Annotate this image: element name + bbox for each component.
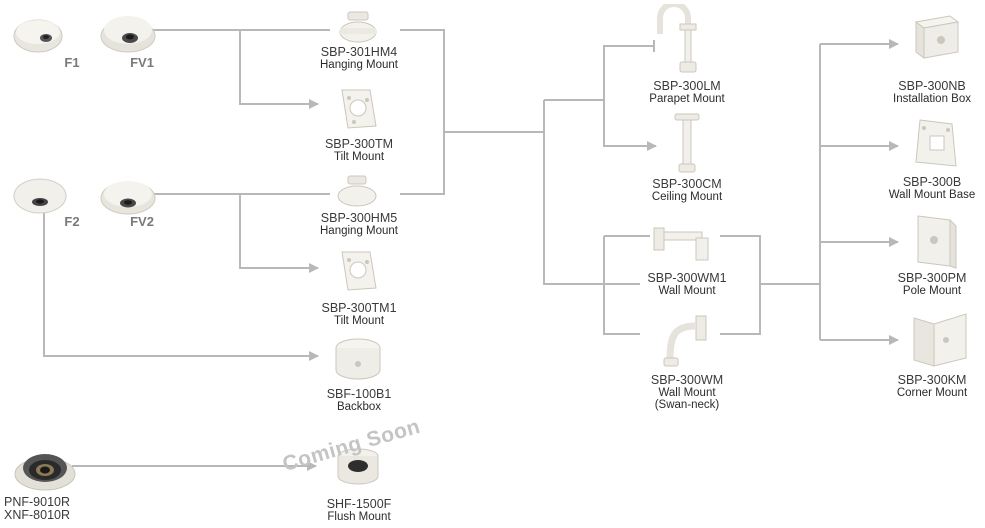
wall-mount-base-icon (915, 119, 957, 167)
tilt-mount-icon (341, 251, 377, 291)
product-desc: Ceiling Mount (651, 191, 723, 204)
fv1-camera-icon (100, 16, 156, 53)
product-desc: Hanging Mount (320, 225, 398, 238)
product-code: SBP-300B (902, 175, 962, 189)
pole-mount-icon (917, 215, 957, 269)
product-desc: Corner Mount (896, 387, 968, 400)
product-sbp301hm4: SBP-301HM4 Hanging Mount (304, 45, 414, 72)
camera-label-fv2: FV2 (130, 214, 154, 229)
product-code: SBP-300WM1 (647, 271, 727, 285)
product-code: SBP-300KM (897, 373, 967, 387)
camera-label-f1: F1 (64, 55, 80, 70)
product-sbp300lm: SBP-300LM Parapet Mount (632, 79, 742, 106)
product-sbp300wm1: SBP-300WM1 Wall Mount (632, 271, 742, 298)
f1-camera-icon (13, 19, 63, 53)
product-code: SBP-300TM1 (321, 301, 397, 315)
product-desc-note: (Swan-neck) (654, 399, 720, 412)
product-sbp300wm: SBP-300WM Wall Mount (Swan-neck) (632, 373, 742, 412)
xnf-model-code: XNF-8010R (4, 508, 70, 523)
fv2-camera-icon (100, 181, 156, 215)
pnf-model-code: PNF-9010R (4, 495, 70, 509)
product-desc: Parapet Mount (649, 93, 725, 106)
product-sbp300hm5: SBP-300HM5 Hanging Mount (304, 211, 414, 238)
ceiling-mount-icon (674, 113, 700, 173)
backbox-icon (335, 338, 381, 380)
camera-label-fv1: FV1 (130, 55, 154, 70)
product-sbp300tm: SBP-300TM Tilt Mount (304, 137, 414, 164)
installation-box-icon (914, 15, 960, 59)
product-sbp300b: SBP-300B Wall Mount Base (882, 175, 982, 202)
product-desc: Backbox (336, 401, 382, 414)
wall-mount-icon (653, 227, 709, 261)
product-shf1500f: SHF-1500F Flush Mount (304, 497, 414, 524)
product-code: SHF-1500F (326, 497, 392, 511)
product-sbp300km: SBP-300KM Corner Mount (882, 373, 982, 400)
product-desc: Installation Box (893, 93, 971, 106)
parapet-mount-icon (657, 4, 697, 73)
product-code: SBP-300CM (652, 177, 722, 191)
product-desc: Wall Mount (658, 387, 716, 400)
product-desc: Flush Mount (327, 511, 391, 524)
hanging-mount-icon (337, 175, 377, 207)
pnf-label: PNF-9010R XNF-8010R (4, 495, 88, 523)
f2-camera-icon (13, 178, 67, 214)
product-code: SBF-100B1 (326, 387, 392, 401)
product-desc: Pole Mount (902, 285, 962, 298)
product-sbp300pm: SBP-300PM Pole Mount (882, 271, 982, 298)
product-code: SBP-300PM (897, 271, 967, 285)
flush-mount-icon (337, 448, 379, 485)
product-sbp300tm1: SBP-300TM1 Tilt Mount (304, 301, 414, 328)
camera-label-f2: F2 (64, 214, 80, 229)
hanging-mount-icon (339, 11, 377, 43)
product-code: SBP-301HM4 (320, 45, 398, 59)
product-desc: Tilt Mount (333, 151, 385, 164)
product-sbp300nb: SBP-300NB Installation Box (882, 79, 982, 106)
corner-mount-icon (913, 313, 967, 367)
product-sbf100b1: SBF-100B1 Backbox (304, 387, 414, 414)
product-desc: Tilt Mount (333, 315, 385, 328)
pnf-camera-icon (14, 454, 76, 491)
product-desc: Wall Mount (658, 285, 716, 298)
swan-neck-wall-mount-icon (663, 315, 707, 367)
product-code: SBP-300TM (324, 137, 394, 151)
product-code: SBP-300NB (898, 79, 966, 93)
product-desc: Wall Mount Base (888, 189, 976, 202)
tilt-mount-icon (341, 89, 377, 129)
product-desc: Hanging Mount (320, 59, 398, 72)
product-code: SBP-300LM (653, 79, 721, 93)
product-sbp300cm: SBP-300CM Ceiling Mount (632, 177, 742, 204)
product-code: SBP-300HM5 (320, 211, 398, 225)
product-code: SBP-300WM (650, 373, 724, 387)
